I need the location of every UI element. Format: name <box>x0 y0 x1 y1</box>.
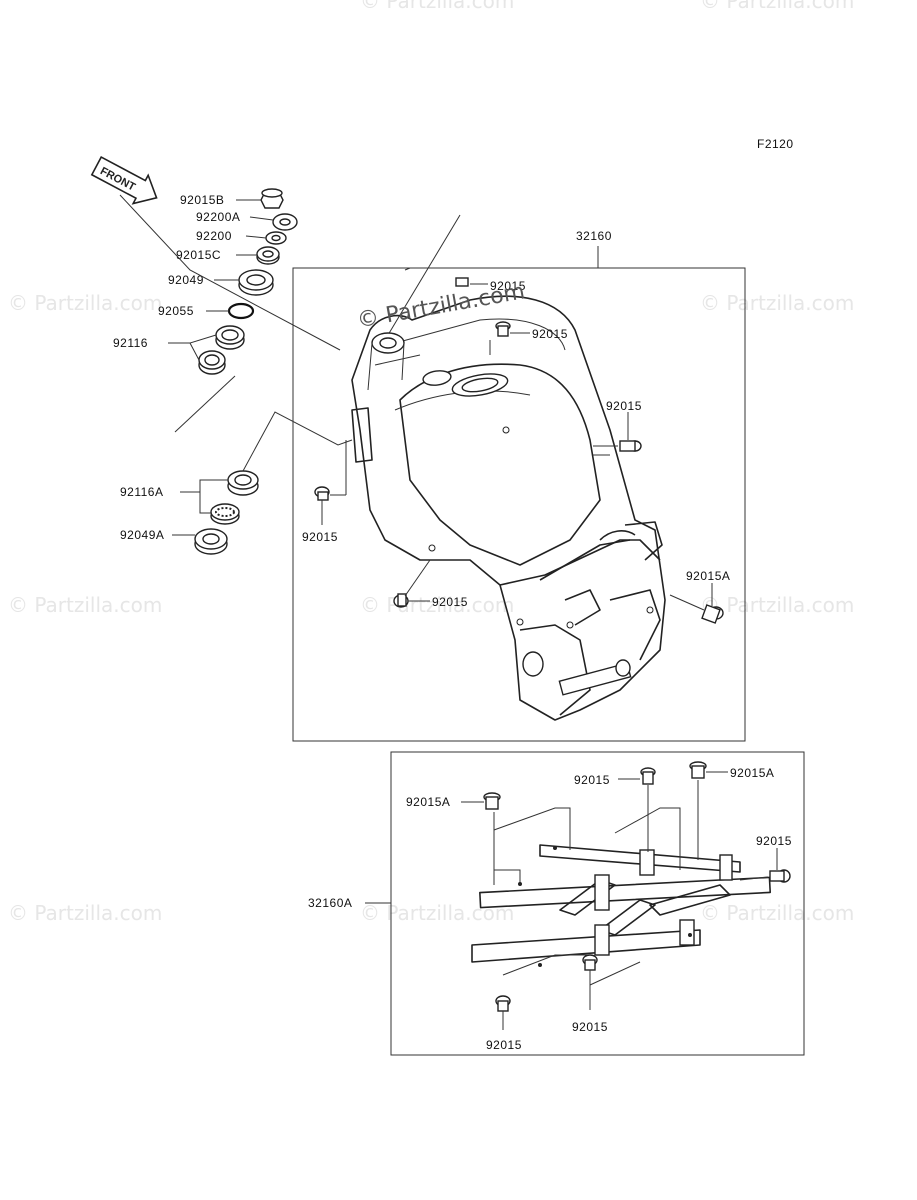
watermark: © Partzilla.com <box>360 593 514 617</box>
label-92049: 92049 <box>168 273 204 287</box>
steering-parts: 92015B 92200A 92200 92015C 92049 92055 <box>113 188 353 555</box>
label-92015-left: 92015 <box>302 530 338 544</box>
label-92015A-right: 92015A <box>730 766 774 780</box>
label-92200: 92200 <box>196 229 232 243</box>
main-frame-bolts: 92015 92015 92015 92015 92015 92015A <box>302 277 730 624</box>
label-92116A: 92116A <box>120 485 163 499</box>
label-92015A-main: 92015A <box>686 569 730 583</box>
label-92116: 92116 <box>113 336 148 350</box>
label-32160A: 32160A <box>308 896 352 910</box>
watermark: © Partzilla.com <box>8 593 162 617</box>
watermark: © Partzilla.com <box>360 901 514 925</box>
front-arrow-icon: FRONT <box>90 156 158 205</box>
watermark: © Partzilla.com <box>8 901 162 925</box>
label-92015C: 92015C <box>176 248 221 262</box>
main-frame <box>351 295 666 721</box>
label-92015-bottom: 92015 <box>432 595 468 609</box>
label-92015-jig-bottom-left: 92015 <box>486 1038 522 1052</box>
label-92049A: 92049A <box>120 528 164 542</box>
label-32160: 32160 <box>576 229 612 243</box>
jig-frame <box>471 780 772 986</box>
frame-assembly-box <box>292 267 746 742</box>
figure-code: F2120 <box>757 137 794 151</box>
label-92015-jig-bottom-right: 92015 <box>572 1020 608 1034</box>
label-92200A: 92200A <box>196 210 240 224</box>
label-92015A-left: 92015A <box>406 795 450 809</box>
watermark: © Partzilla.com <box>700 0 854 13</box>
watermarks: © Partzilla.com © Partzilla.com © Partzi… <box>8 0 854 925</box>
label-92055: 92055 <box>158 304 194 318</box>
jig-frame-bolts: 92015A 92015 92015A 92015 92015 92015 <box>406 761 792 1052</box>
label-92015-top: 92015 <box>490 279 526 293</box>
label-92015-right: 92015 <box>606 399 642 413</box>
watermark: © Partzilla.com <box>700 291 854 315</box>
watermark: © Partzilla.com <box>700 593 854 617</box>
watermark: © Partzilla.com <box>700 901 854 925</box>
watermark: © Partzilla.com <box>8 291 162 315</box>
label-92015B: 92015B <box>180 193 224 207</box>
label-92015-jig-right: 92015 <box>756 834 792 848</box>
label-92015-upper: 92015 <box>532 327 568 341</box>
label-92015-jig-top: 92015 <box>574 773 610 787</box>
watermark: © Partzilla.com <box>360 0 514 13</box>
